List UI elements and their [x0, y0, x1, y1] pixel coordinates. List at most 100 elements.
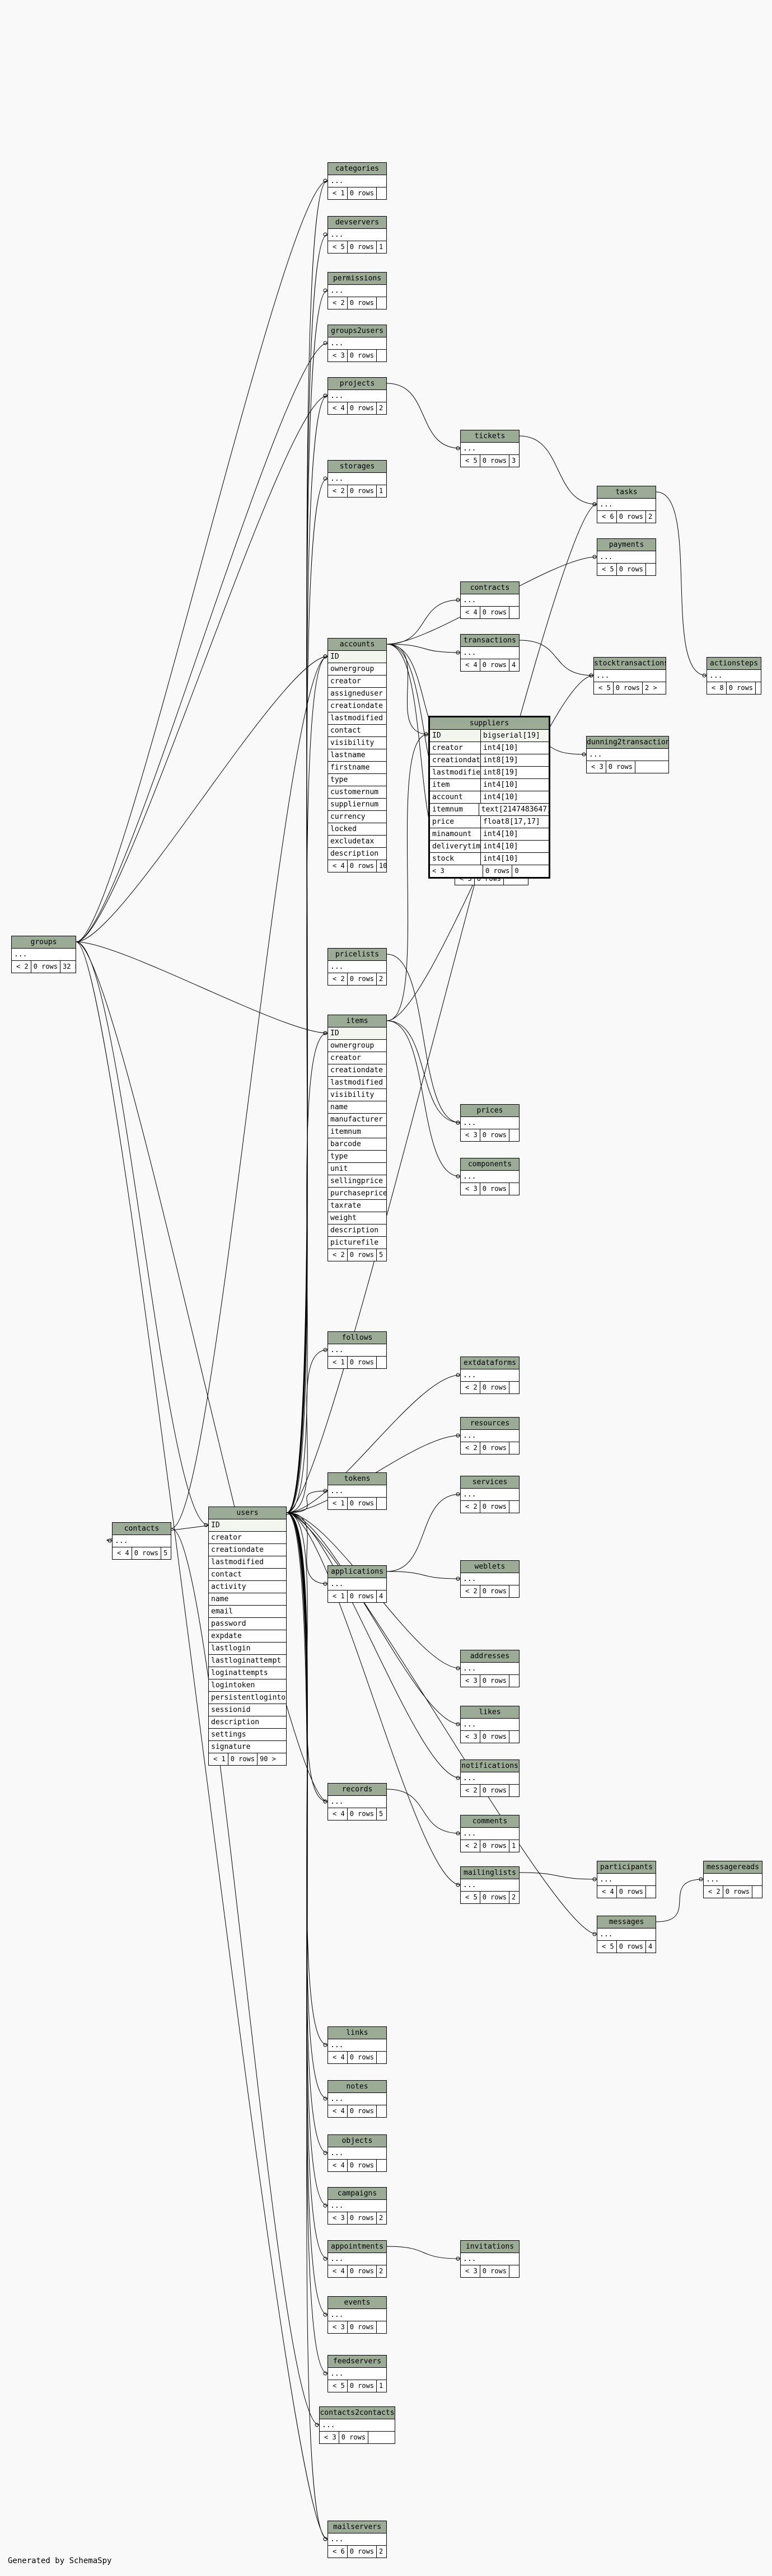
table-name[interactable]: mailinglists	[461, 1867, 519, 1879]
table-name[interactable]: mailservers	[328, 2521, 386, 2533]
table-name[interactable]: notes	[328, 2081, 386, 2093]
table-name[interactable]: weblets	[461, 1561, 519, 1573]
parent-count: < 4	[330, 2105, 348, 2117]
table-name[interactable]: tokens	[328, 1473, 386, 1485]
table-name[interactable]: tickets	[461, 430, 519, 443]
table-name[interactable]: transactions	[461, 635, 519, 647]
table-name[interactable]: addresses	[461, 1650, 519, 1663]
table-name[interactable]: events	[328, 2297, 386, 2309]
table-name[interactable]: extdataforms	[461, 1357, 519, 1369]
table-name[interactable]: tasks	[597, 486, 656, 499]
table-name[interactable]: contacts2contacts	[320, 2407, 395, 2419]
table-name[interactable]: stocktransactions	[594, 658, 666, 670]
table-name[interactable]: prices	[461, 1105, 519, 1117]
table-name[interactable]: suppliers	[430, 717, 549, 730]
table-name[interactable]: groups	[12, 936, 76, 949]
table-name[interactable]: notifications	[461, 1760, 519, 1772]
table-name[interactable]: services	[461, 1476, 519, 1489]
table-name[interactable]: contracts	[461, 582, 519, 594]
table-name[interactable]: feedservers	[328, 2356, 386, 2368]
table-name[interactable]: devservers	[328, 217, 386, 229]
table-name[interactable]: components	[461, 1158, 519, 1171]
table-name[interactable]: payments	[597, 539, 656, 551]
table-name[interactable]: projects	[328, 378, 386, 390]
table-name[interactable]: dunning2transactions	[587, 736, 668, 749]
parent-count: < 5	[600, 564, 617, 575]
table-name[interactable]: campaigns	[328, 2188, 386, 2200]
table-name[interactable]: users	[209, 1507, 286, 1519]
table-name[interactable]: likes	[461, 1706, 519, 1719]
table-name[interactable]: actionsteps	[707, 658, 761, 670]
table-name[interactable]: objects	[328, 2135, 386, 2147]
table-name[interactable]: accounts	[328, 639, 386, 651]
table-name[interactable]: records	[328, 1784, 386, 1796]
table-name[interactable]: links	[328, 2027, 386, 2039]
table-name[interactable]: categories	[328, 163, 386, 175]
table-name[interactable]: permissions	[328, 273, 386, 285]
table-name[interactable]: invitations	[461, 2241, 519, 2253]
table-name[interactable]: messages	[597, 1916, 656, 1929]
table-name[interactable]: contacts	[113, 1523, 171, 1535]
table-name[interactable]: applications	[328, 1566, 386, 1578]
table-name[interactable]: messagereads	[704, 1861, 762, 1874]
table-name[interactable]: appointments	[328, 2241, 386, 2253]
table-name[interactable]: items	[328, 1015, 386, 1027]
table-name[interactable]: groups2users	[328, 325, 386, 337]
table-name[interactable]: pricelists	[328, 949, 386, 961]
table-name[interactable]: comments	[461, 1815, 519, 1828]
table-name[interactable]: participants	[597, 1861, 656, 1874]
table-name[interactable]: follows	[328, 1332, 386, 1344]
table-name[interactable]: storages	[328, 461, 386, 473]
table-name[interactable]: resources	[461, 1418, 519, 1430]
